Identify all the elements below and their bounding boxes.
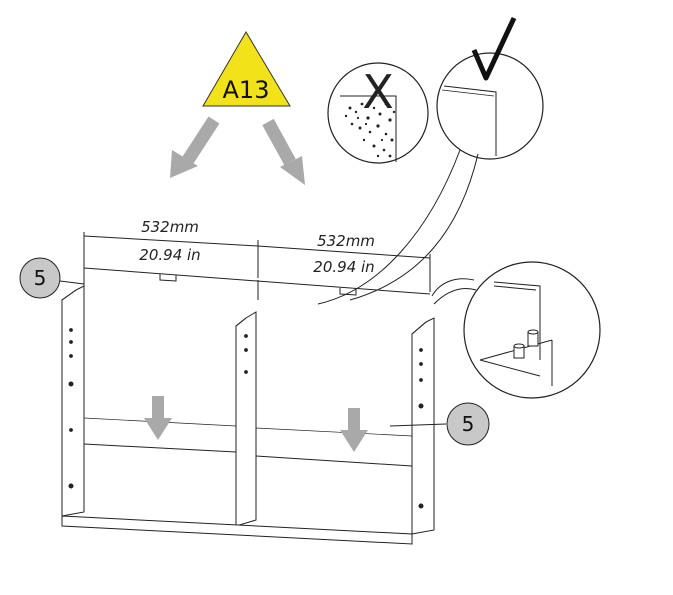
check-mark-icon (471, 16, 517, 81)
dimension-left-mm: 532mm (141, 218, 199, 236)
dimension-right-inch: 20.94 in (313, 258, 374, 276)
right-detail-circle (436, 16, 544, 160)
right-side-panel (411, 317, 435, 535)
bottom-panel (61, 417, 413, 545)
part-number-left: 5 (34, 266, 47, 290)
detail-leader-line (317, 149, 461, 305)
step-label: A13 (223, 76, 270, 104)
wrong-detail-circle: X (327, 62, 429, 164)
direction-arrows (170, 116, 305, 185)
arrow-down-left-icon (170, 116, 220, 178)
rough-edge-texture (344, 102, 396, 158)
part-callout-right: 5 (389, 402, 490, 446)
left-side-panel (61, 285, 85, 517)
wrong-mark-icon: X (362, 65, 394, 119)
detail-leader-line-2 (349, 153, 479, 301)
middle-divider-panel (235, 311, 257, 527)
arrow-down-icon-right (340, 408, 368, 452)
arrow-down-right-icon (262, 118, 305, 185)
dimension-lines (83, 232, 431, 292)
cam-bolt-icon (513, 329, 539, 359)
step-triangle: A13 (202, 31, 291, 107)
cam-detail-circle (431, 261, 601, 399)
part-number-right: 5 (462, 412, 475, 436)
dimension-left-inch: 20.94 in (139, 246, 200, 264)
dimension-right-mm: 532mm (317, 232, 375, 250)
arrow-down-icon-left (144, 396, 172, 440)
part-callout-left: 5 (19, 257, 85, 299)
